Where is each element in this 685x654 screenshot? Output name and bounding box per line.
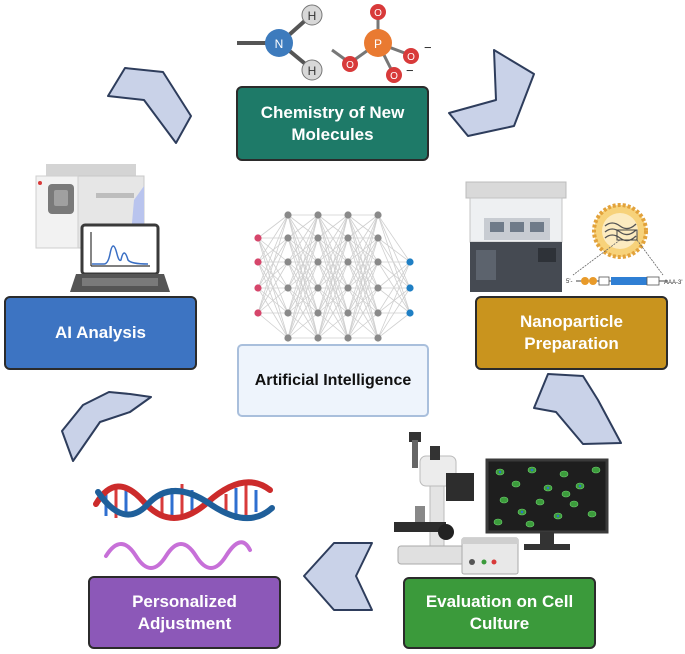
oxygen-atom-right [403,48,419,64]
formulation-robot-illustration [465,181,567,292]
nn-node [374,234,382,242]
nitrogen-label: N [275,37,284,51]
oxygen-label-right: O [407,52,415,63]
cycle-arrows [61,49,622,611]
molecule-illustration: N H H P O O O O − − [237,4,432,83]
microscope-illustration [394,432,474,565]
nn-node [344,211,352,219]
arrow-to-cell [533,373,622,445]
step-cell-culture-line2: Culture [469,614,530,633]
step-nanoparticle-box: Nanoparticle Preparation [475,296,668,370]
nn-node [254,234,262,242]
nanoparticle-illustration [572,203,664,276]
nn-node [344,284,352,292]
neural-network-edges [257,214,411,339]
nn-node [314,234,322,242]
nn-node [314,284,322,292]
controller-box-illustration [461,537,519,575]
oxygen-atom-top [370,4,386,20]
charge-minus-bottom: − [406,63,414,78]
arrow-to-nanoparticle [448,49,535,137]
monitor-illustration [485,458,609,550]
step-cell-culture-line1: Evaluation on Cell [425,592,574,611]
step-personalized-box: Personalized Adjustment [88,576,281,649]
nn-node [284,284,292,292]
nn-node [374,334,382,342]
nn-node [284,334,292,342]
nn-node [254,309,262,317]
hydrogen-label-top: H [308,9,317,23]
step-chemistry-line2: Molecules [291,124,374,144]
central-ai-box: Artificial Intelligence [237,344,429,417]
nn-node [344,309,352,317]
neural-network-nodes [254,211,414,342]
oxygen-atom-bottom [386,67,402,83]
oxygen-label-left: O [346,60,354,71]
nn-node [374,258,382,266]
central-ai-label: Artificial Intelligence [254,371,412,389]
nn-node [254,284,262,292]
oxygen-label-bottom: O [390,71,398,82]
nn-node [344,334,352,342]
oxygen-label-top: O [374,8,382,19]
nn-node [284,309,292,317]
nn-node [406,309,414,317]
step-chemistry-line1: Chemistry of New [260,102,405,122]
laptop-illustration [70,223,170,292]
arrow-to-personalized [303,542,373,611]
mrna-five-prime-label: 5'- [566,279,572,285]
nn-node [344,258,352,266]
nn-node [314,334,322,342]
arrow-to-chemistry [107,67,192,144]
rna-wave-illustration [104,540,252,570]
nn-node [374,211,382,219]
nn-node [254,258,262,266]
nn-node [314,309,322,317]
charge-minus-right: − [424,40,432,55]
step-chemistry-box: Chemistry of New Molecules [236,86,429,161]
step-cell-culture-box: Evaluation on Cell Culture [403,577,596,649]
nn-node [374,284,382,292]
nitrogen-atom [265,29,293,57]
oxygen-atom-left [342,56,358,72]
nn-node [344,234,352,242]
hydrogen-atom-bottom [301,59,323,81]
nn-node [374,309,382,317]
phosphorus-label: P [374,37,382,51]
hydrogen-label-bottom: H [308,64,317,78]
phosphorus-atom [364,29,392,57]
dna-helix-illustration [93,479,275,522]
hydrogen-atom-top [301,4,323,26]
nn-node [284,234,292,242]
nn-node [314,258,322,266]
nn-node [406,284,414,292]
nn-node [314,211,322,219]
nn-node [284,258,292,266]
mrna-tail-label: AAA-3' [664,280,683,286]
step-nanoparticle-line1: Nanoparticle [520,312,623,331]
mrna-construct: 5'- AAA-3' [566,276,683,286]
nn-node [406,258,414,266]
step-personalized-line1: Personalized [132,591,237,611]
nn-node [284,211,292,219]
arrow-to-ai [61,391,152,462]
step-personalized-line2: Adjustment [137,613,232,633]
step-ai-analysis-box: AI Analysis [4,296,197,370]
step-ai-analysis-line1: AI Analysis [54,323,147,342]
step-nanoparticle-line2: Preparation [524,334,619,353]
